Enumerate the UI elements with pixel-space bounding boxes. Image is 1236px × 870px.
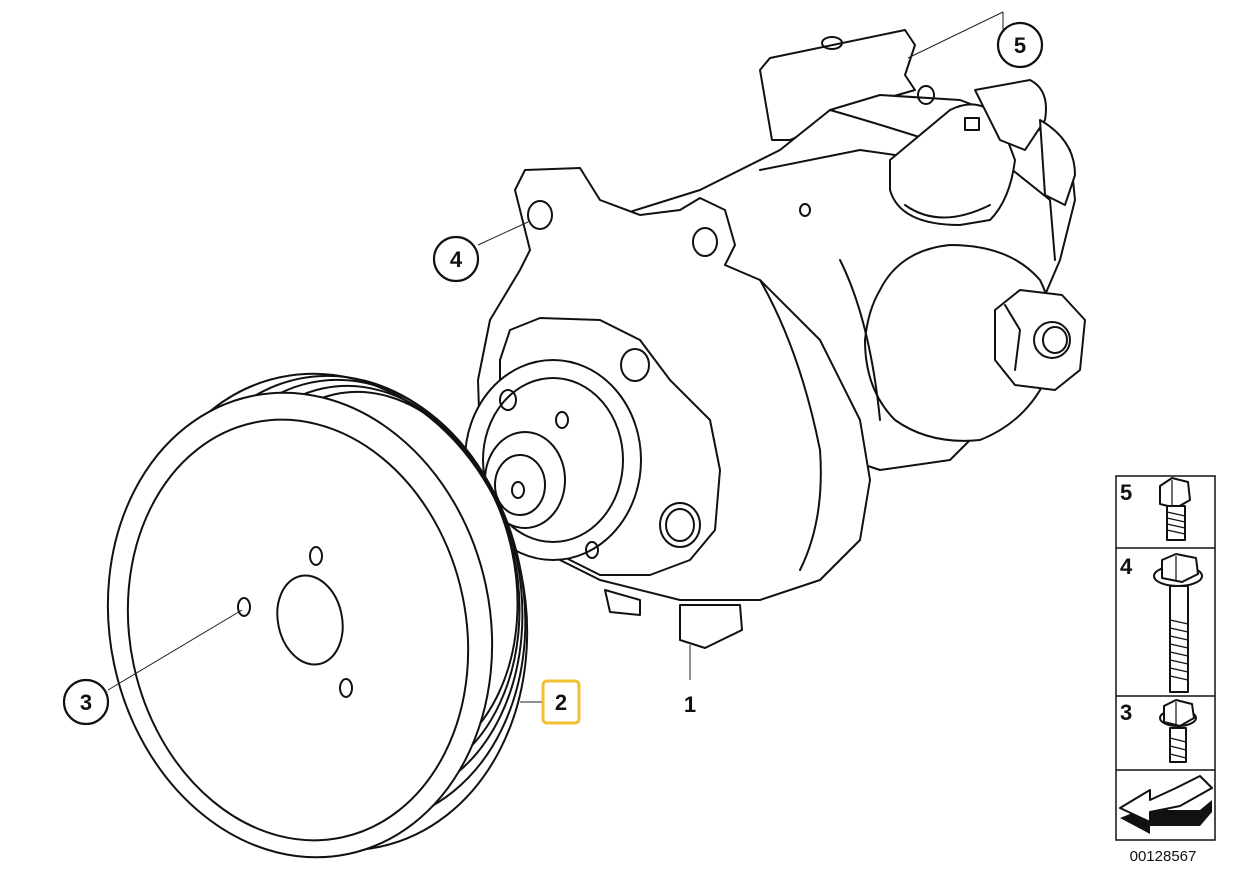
leader-3 xyxy=(107,609,243,691)
long-flange-bolt-icon xyxy=(1153,553,1203,693)
svg-text:1: 1 xyxy=(684,692,696,717)
pulley[interactable] xyxy=(66,337,571,870)
parts-legend: 5 4 3 xyxy=(1115,475,1216,841)
callout-3[interactable]: 3 xyxy=(62,678,110,726)
small-hex-bolt-icon xyxy=(1159,699,1197,763)
callout-2-highlighted[interactable]: 2 xyxy=(541,679,581,725)
callout-1[interactable]: 1 xyxy=(684,692,696,717)
legend-label-3: 3 xyxy=(1120,700,1132,725)
legend-label-5: 5 xyxy=(1120,480,1132,505)
arrow-icon xyxy=(1119,775,1213,834)
svg-text:4: 4 xyxy=(450,247,463,272)
steering-pump[interactable] xyxy=(464,29,1086,649)
leader-4 xyxy=(477,221,529,246)
callout-5[interactable]: 5 xyxy=(996,21,1044,69)
document-number: 00128567 xyxy=(1130,848,1197,865)
svg-text:2: 2 xyxy=(555,690,567,715)
legend-label-4: 4 xyxy=(1120,554,1133,579)
leader-5b xyxy=(907,11,1004,59)
callout-4[interactable]: 4 xyxy=(432,235,480,283)
svg-text:3: 3 xyxy=(80,690,92,715)
short-hex-bolt-icon xyxy=(1159,477,1191,541)
svg-text:5: 5 xyxy=(1014,33,1026,58)
